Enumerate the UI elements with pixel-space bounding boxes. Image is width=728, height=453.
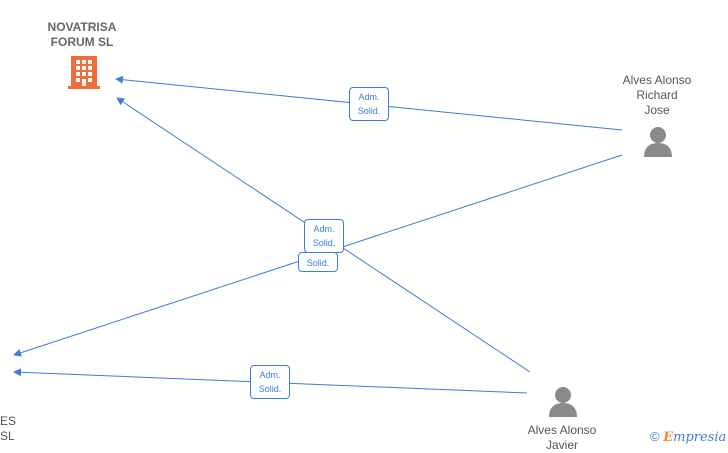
role-badge-line2: Solid. <box>312 238 336 248</box>
role-badge-line2: Solid. <box>357 106 381 116</box>
company-name-line2: SL <box>0 429 15 443</box>
person-name-line1: Alves Alonso <box>622 73 692 87</box>
person-name-javier[interactable]: Alves Alonso Javier <box>517 423 607 453</box>
company-name-line2: FORUM SL <box>50 35 114 49</box>
company-name-left[interactable]: ES SL <box>0 414 16 444</box>
brand-logo-text: mpresia <box>673 430 727 445</box>
copyright-symbol: © <box>650 429 660 444</box>
person-name-line2: Javier <box>545 438 578 452</box>
role-badge-line1: Adm. <box>259 370 281 380</box>
role-badge-center-back[interactable]: Solid. <box>298 252 338 272</box>
role-badge-line1: Adm. <box>358 92 380 102</box>
person-name-line2: Richard <box>636 88 678 102</box>
company-name-novatrisa[interactable]: NOVATRISA FORUM SL <box>40 20 124 50</box>
person-icon[interactable] <box>644 127 672 157</box>
person-name-line1: Alves Alonso <box>527 423 597 437</box>
person-name-richard[interactable]: Alves Alonso Richard Jose <box>612 73 702 118</box>
brand-logo: Empresia <box>663 430 726 445</box>
person-icon[interactable] <box>549 387 577 417</box>
role-badge-line1: Adm. <box>313 224 335 234</box>
brand-logo-initial: E <box>663 430 674 445</box>
role-badge-center-front[interactable]: Adm. Solid. <box>304 219 344 253</box>
role-badge-line2: Solid. <box>258 384 282 394</box>
person-name-line3: Jose <box>644 103 670 117</box>
building-icon[interactable] <box>68 56 100 89</box>
brand-footer[interactable]: © Empresia <box>650 429 726 445</box>
role-badge-top[interactable]: Adm. Solid. <box>349 87 389 121</box>
role-badge-line2: Solid. <box>306 258 330 268</box>
role-badge-bottom[interactable]: Adm. Solid. <box>250 365 290 399</box>
company-name-line1: NOVATRISA <box>47 20 117 34</box>
company-name-line1: ES <box>0 414 17 428</box>
